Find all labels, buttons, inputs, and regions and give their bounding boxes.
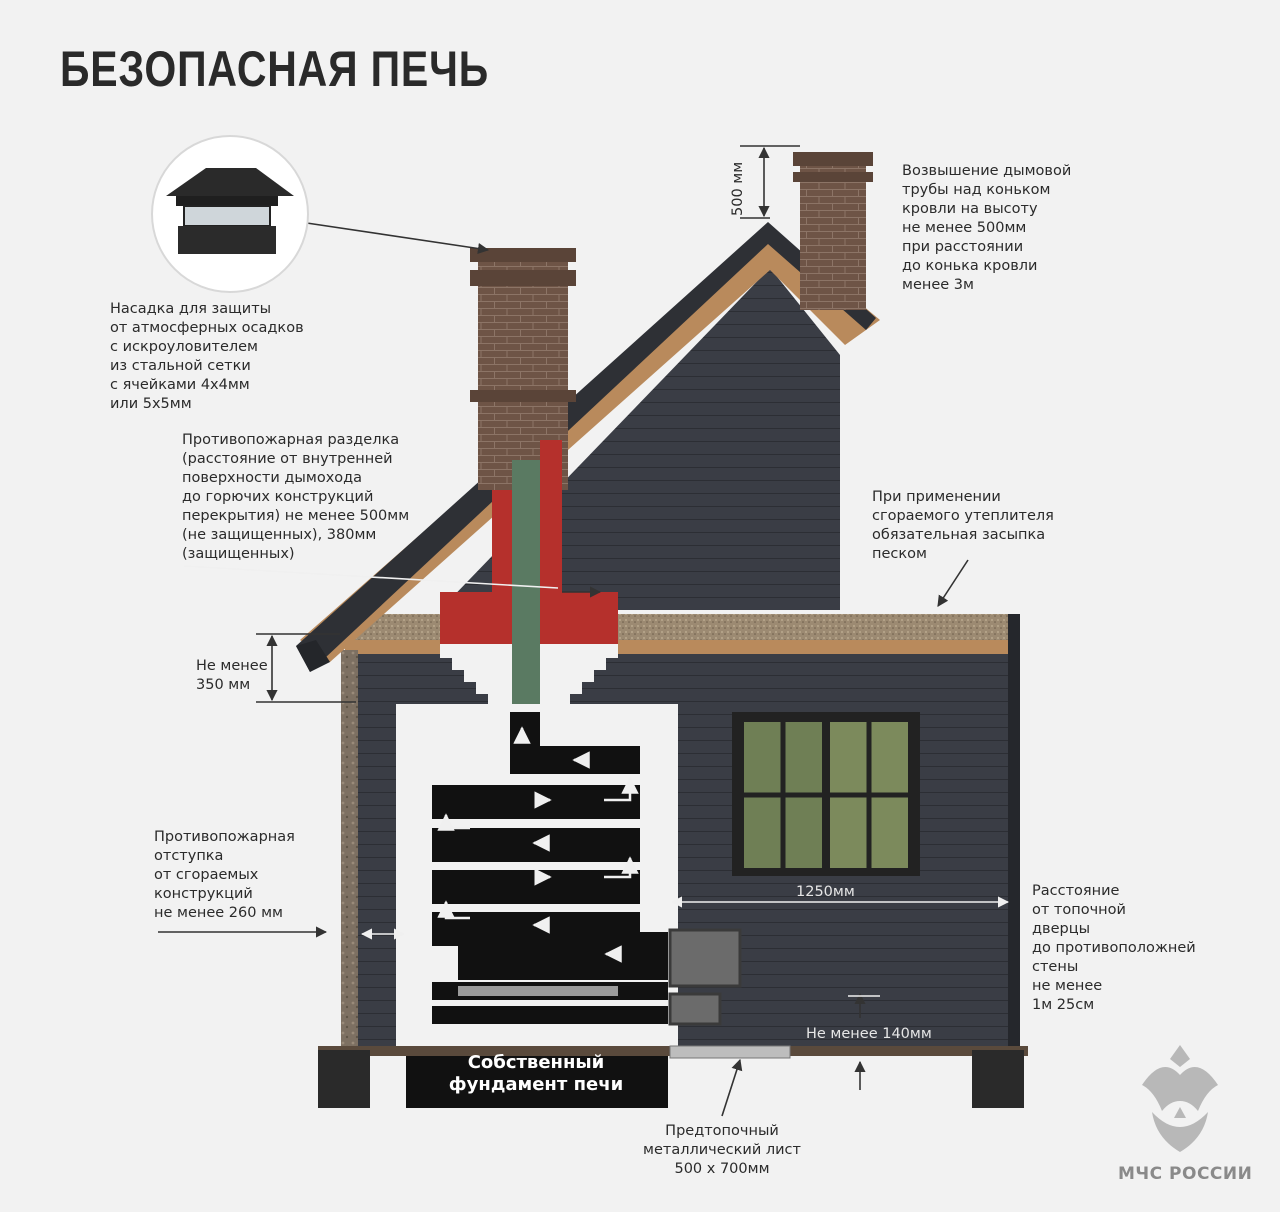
chimney-right-band [793, 172, 873, 182]
chimney-band-2 [470, 390, 576, 402]
page-title: БЕЗОПАСНАЯ ПЕЧЬ [60, 41, 489, 97]
fire-offset-note: Противопожарная отступка от сгораемых ко… [154, 829, 295, 921]
fire-cut-note: Противопожарная разделка (расстояние от … [182, 432, 410, 562]
chimney-height-note: Возвышение дымовой трубы над коньком кро… [902, 163, 1072, 293]
chimney-height-dimension: 500 мм [730, 161, 746, 216]
roof-underside [300, 228, 880, 662]
foundation-post-left [318, 1050, 370, 1108]
chimney-cap-inset [151, 135, 309, 293]
chimney-right-cap [793, 152, 873, 166]
cap-note: Насадка для защиты от атмосферных осадко… [110, 301, 304, 412]
door-wall-dimension: 1250мм [796, 884, 855, 900]
ash-door [668, 992, 722, 1026]
pre-furnace-sheet [669, 1045, 791, 1059]
leader-lines [158, 145, 969, 1117]
floor-gap-dimension: Не менее 140мм [806, 1026, 932, 1042]
door-distance-note: Расстояние от топочной дверцы до противо… [1032, 883, 1196, 1013]
wall-outline [1008, 614, 1020, 1048]
light-dimensions [360, 896, 1010, 997]
pre-furnace-sheet-note: Предтопочный металлический лист 500 х 70… [643, 1123, 801, 1177]
foundation-post-right [972, 1050, 1024, 1108]
chimney-cap [470, 248, 576, 262]
corbel-right [540, 644, 618, 704]
chimney-band [470, 270, 576, 286]
smoke-flow-arrows [437, 726, 639, 963]
brand-label: МЧС РОССИИ [1118, 1164, 1253, 1184]
insulation-note: При применении сгораемого утеплителя обя… [872, 489, 1054, 562]
foundation-label: Собственный фундамент печи [448, 1052, 624, 1095]
stove-foundation [406, 1050, 668, 1108]
corbel-left [440, 644, 512, 704]
ceiling-gap-note: Не менее 350 мм [196, 658, 268, 693]
chimney-right [800, 160, 866, 310]
firebox-door [668, 928, 742, 988]
mchs-emblem [1142, 1045, 1218, 1152]
left-wall-section [341, 650, 358, 1050]
window [732, 712, 920, 876]
roof-edge [296, 640, 330, 672]
